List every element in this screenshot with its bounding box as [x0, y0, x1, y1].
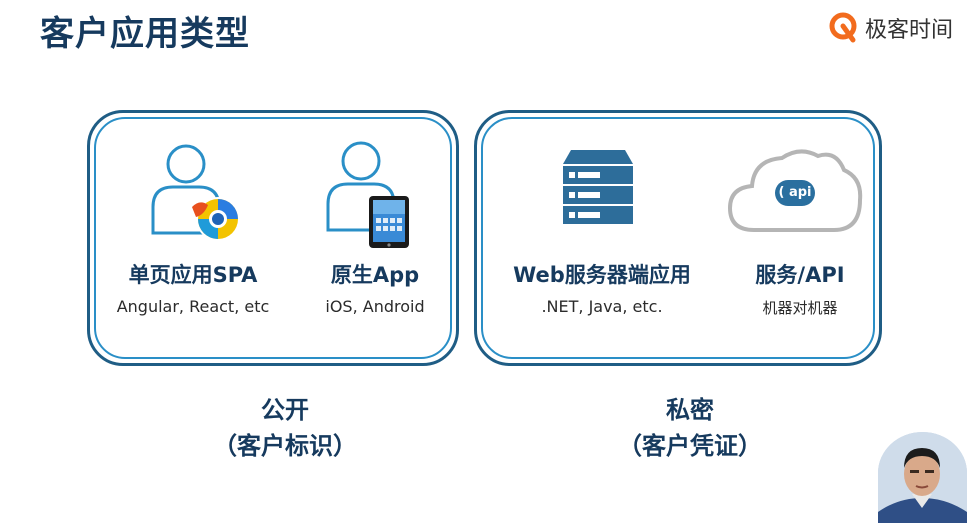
cloud-shape-icon	[727, 149, 863, 232]
native-app-subtitle: iOS, Android	[325, 297, 425, 316]
public-caption-line2: （客户标识）	[213, 432, 357, 460]
public-caption: 公开 （客户标识）	[190, 392, 380, 464]
service-api-subtitle: 机器对机器	[762, 299, 838, 317]
user-browser-icon	[151, 144, 240, 241]
service-api-title: 服务/API	[755, 263, 845, 287]
web-server-app-subtitle: .NET, Java, etc.	[541, 297, 663, 316]
spa-title: 单页应用SPA	[128, 263, 258, 287]
brand-logo: 极客时间	[829, 10, 953, 46]
api-badge: ( api )	[775, 180, 815, 226]
spa-subtitle: Angular, React, etc	[116, 297, 270, 316]
native-app-title: 原生App	[330, 263, 420, 287]
private-caption-line1: 私密	[666, 396, 714, 424]
service-api-item: 服务/API 机器对机器	[730, 259, 870, 318]
server-icon	[563, 150, 633, 224]
private-caption: 私密 （客户凭证）	[595, 392, 785, 464]
native-app-item: 原生App iOS, Android	[300, 259, 450, 316]
web-server-app-item: Web服务器端应用 .NET, Java, etc.	[496, 259, 708, 316]
brand-name: 极客时间	[864, 18, 953, 43]
public-clients-panel	[87, 110, 459, 366]
slide-title: 客户应用类型	[40, 14, 250, 54]
geektime-logo-icon	[829, 12, 857, 43]
public-caption-line1: 公开	[261, 396, 309, 424]
spa-item: 单页应用SPA Angular, React, etc	[100, 259, 286, 316]
presenter-avatar-icon	[878, 432, 967, 523]
private-clients-panel	[474, 110, 882, 366]
user-tablet-icon	[326, 141, 409, 248]
web-server-app-title: Web服务器端应用	[513, 263, 691, 287]
api-cloud-icon: ( api )	[726, 142, 864, 236]
presenter-video-thumbnail	[878, 432, 967, 523]
private-caption-line2: （客户凭证）	[618, 432, 762, 460]
